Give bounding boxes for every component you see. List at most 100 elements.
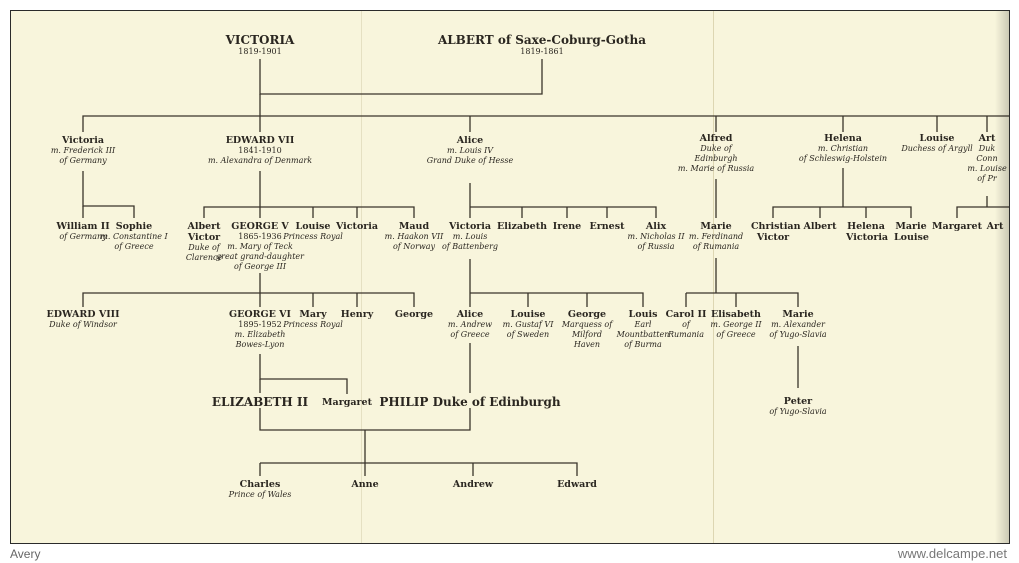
- person-detail: of Burma: [624, 340, 662, 349]
- person-node: Helena Victoria: [846, 221, 888, 243]
- page-edge-shadow: [995, 11, 1009, 543]
- person-name: Louise: [919, 133, 955, 144]
- person-detail: of Schleswig-Holstein: [798, 154, 888, 163]
- person-name: William II: [56, 221, 110, 232]
- person-detail: m. Frederick III: [50, 146, 116, 155]
- person-detail: Princess Royal: [283, 320, 343, 329]
- person-name: Alix: [645, 221, 667, 232]
- person-detail: Milford: [571, 330, 603, 339]
- person-name: Louis: [628, 309, 658, 320]
- person-detail: Earl: [634, 320, 652, 329]
- person-detail: 1819-1901: [238, 47, 282, 56]
- person-name: ELIZABETH II: [211, 395, 309, 409]
- person-name: Louise: [295, 221, 331, 232]
- person-detail: 1895-1952: [238, 320, 282, 329]
- person-name: Margaret: [932, 221, 982, 232]
- person-name: Anne: [351, 479, 379, 490]
- person-detail: m. Mary of Teck: [227, 242, 293, 251]
- person-detail: of George III: [234, 262, 286, 271]
- person-node: Christian Victor: [751, 221, 801, 243]
- person-node: PHILIP Duke of Edinburgh: [379, 395, 560, 409]
- person-detail: m. Constantine I: [100, 232, 168, 241]
- person-node: Elizabeth: [497, 221, 547, 232]
- person-detail: of Yugo-Slavia: [769, 330, 827, 339]
- person-name: EDWARD VIII: [46, 309, 120, 320]
- person-name: Marie: [782, 309, 814, 320]
- watermark-right: www.delcampe.net: [897, 546, 1007, 561]
- person-detail: m. Haakon VII: [384, 232, 444, 241]
- person-detail: of Greece: [114, 242, 154, 251]
- person-detail: Edinburgh: [694, 154, 738, 163]
- person-name: ALBERT of Saxe-Coburg-Gotha: [437, 33, 647, 47]
- person-detail: m. Louis IV: [446, 146, 494, 155]
- person-detail: m. Gustaf VI: [502, 320, 554, 329]
- person-name: PHILIP Duke of Edinburgh: [379, 395, 561, 409]
- person-name: Sophie: [115, 221, 153, 232]
- person-detail: of Battenberg: [441, 242, 499, 251]
- person-node: Edward: [557, 479, 597, 490]
- person-detail: of Rumania: [692, 242, 740, 251]
- person-detail: of Greece: [716, 330, 756, 339]
- person-name: EDWARD VII: [225, 135, 295, 146]
- person-name: Victoria: [61, 135, 105, 146]
- person-name: Art: [978, 133, 996, 144]
- person-detail: Bowes-Lyon: [235, 340, 285, 349]
- person-detail: m. Andrew: [447, 320, 493, 329]
- person-name: Albert Victor: [187, 221, 221, 243]
- person-node: Margaret: [932, 221, 982, 232]
- person-detail: m. Christian: [817, 144, 869, 153]
- person-detail: of Pr: [977, 174, 997, 183]
- person-detail: Clarence: [185, 253, 223, 262]
- person-name: Maud: [398, 221, 430, 232]
- person-detail: m. Elizabeth: [234, 330, 286, 339]
- watermark-left: Avery: [10, 547, 41, 561]
- person-node: Ernest: [590, 221, 625, 232]
- person-name: Margaret: [322, 397, 372, 408]
- person-node: Irene: [553, 221, 581, 232]
- person-name: VICTORIA: [225, 33, 295, 47]
- person-name: Elizabeth: [497, 221, 547, 232]
- person-detail: m. Alexander: [771, 320, 825, 329]
- person-name: Helena: [824, 133, 862, 144]
- person-node: Margaret: [322, 397, 372, 408]
- person-name: Alice: [456, 135, 484, 146]
- person-detail: Duchess of Argyll: [901, 144, 973, 153]
- person-name: Henry: [340, 309, 374, 320]
- person-detail: Conn: [976, 154, 998, 163]
- person-name: Christian Victor: [751, 221, 801, 243]
- person-name: Elisabeth: [711, 309, 761, 320]
- person-name: Andrew: [452, 479, 494, 490]
- person-detail: Rumania: [667, 330, 704, 339]
- person-detail: of Russia: [637, 242, 675, 251]
- person-name: Alice: [456, 309, 484, 320]
- person-detail: Mountbatten: [616, 330, 670, 339]
- person-name: Peter: [783, 396, 813, 407]
- person-detail: m. Nicholas II: [627, 232, 685, 241]
- person-detail: Haven: [573, 340, 601, 349]
- person-detail: 1819-1861: [520, 47, 564, 56]
- person-node: ELIZABETH II: [212, 395, 308, 409]
- person-node: Henry: [341, 309, 373, 320]
- person-node: Andrew: [453, 479, 493, 490]
- family-tree-links: [82, 59, 1009, 476]
- person-detail: Prince of Wales: [228, 490, 292, 499]
- person-detail: Duk: [978, 144, 996, 153]
- fold-line: [713, 11, 714, 543]
